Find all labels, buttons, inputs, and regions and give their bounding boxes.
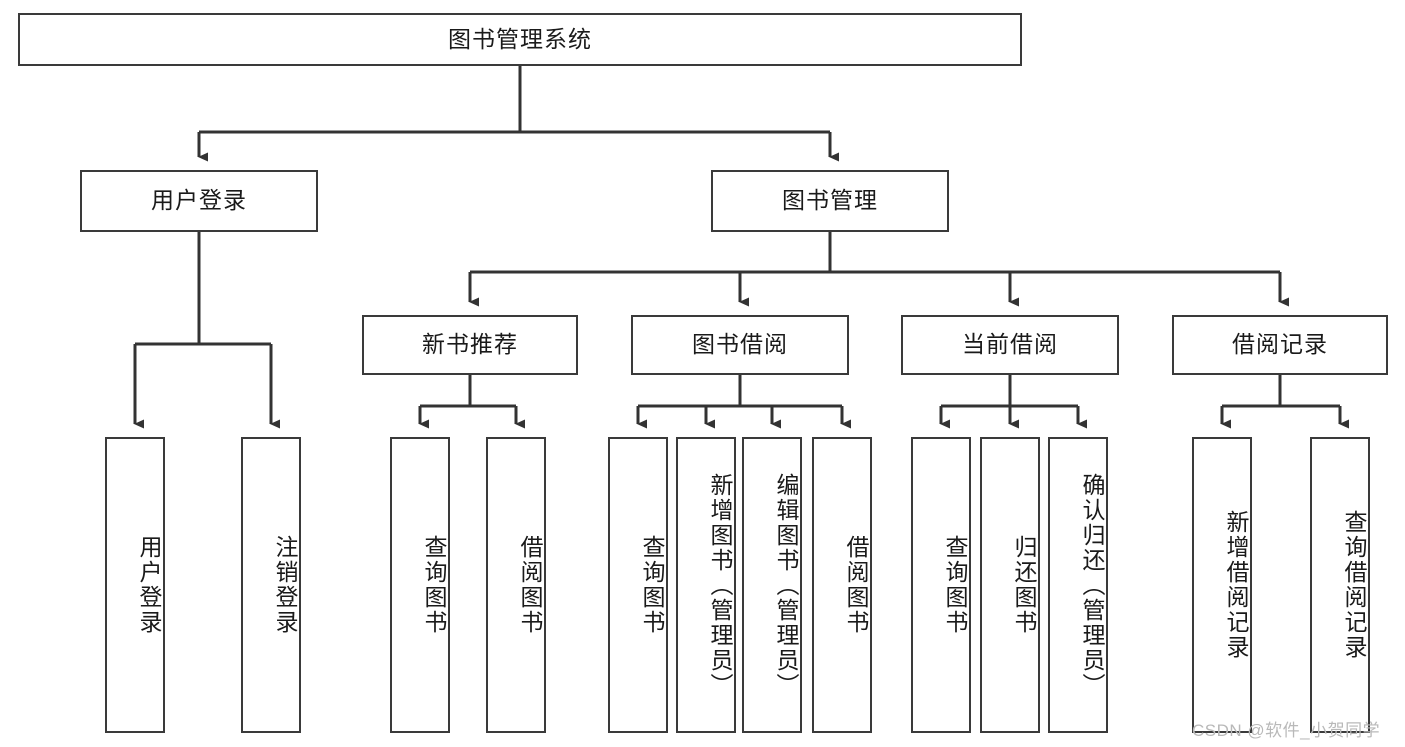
node-leaf-book-borrow-add[interactable]: 新增图书（管理员）	[676, 437, 736, 733]
node-leaf-new-book-borrow[interactable]: 借阅图书	[486, 437, 546, 733]
node-label: 图书管理	[782, 187, 878, 214]
node-root-book-management-system[interactable]: 图书管理系统	[18, 13, 1022, 66]
node-leaf-book-borrow-borrow[interactable]: 借阅图书	[812, 437, 872, 733]
node-leaf-borrow-record-add[interactable]: 新增借阅记录	[1192, 437, 1252, 733]
node-borrow-record[interactable]: 借阅记录	[1172, 315, 1388, 375]
node-label: 注销登录	[272, 535, 298, 635]
node-new-book-recommend[interactable]: 新书推荐	[362, 315, 578, 375]
node-leaf-current-borrow-return[interactable]: 归还图书	[980, 437, 1040, 733]
node-label: 查询图书	[639, 535, 665, 635]
node-label: 确认归还（管理员）	[1079, 472, 1105, 698]
node-leaf-borrow-record-query[interactable]: 查询借阅记录	[1310, 437, 1370, 733]
node-leaf-user-login-login[interactable]: 用户登录	[105, 437, 165, 733]
node-label: 新增借阅记录	[1223, 510, 1249, 660]
node-leaf-book-borrow-edit[interactable]: 编辑图书（管理员）	[742, 437, 802, 733]
node-leaf-new-book-query[interactable]: 查询图书	[390, 437, 450, 733]
node-label: 用户登录	[151, 187, 247, 214]
node-current-borrow[interactable]: 当前借阅	[901, 315, 1119, 375]
node-label: 借阅图书	[843, 535, 869, 635]
node-label: 归还图书	[1011, 535, 1037, 635]
node-leaf-current-borrow-query[interactable]: 查询图书	[911, 437, 971, 733]
csdn-watermark: CSDN @软件_小贺同学	[1192, 721, 1381, 740]
node-label: 查询图书	[421, 535, 447, 635]
node-book-borrow[interactable]: 图书借阅	[631, 315, 849, 375]
node-label: 图书借阅	[692, 331, 788, 358]
node-leaf-book-borrow-query[interactable]: 查询图书	[608, 437, 668, 733]
node-label: 新书推荐	[422, 331, 518, 358]
node-label: 新增图书（管理员）	[707, 472, 733, 698]
node-leaf-user-login-logout[interactable]: 注销登录	[241, 437, 301, 733]
node-label: 用户登录	[136, 535, 162, 635]
node-leaf-current-borrow-confirm-return[interactable]: 确认归还（管理员）	[1048, 437, 1108, 733]
node-user-login[interactable]: 用户登录	[80, 170, 318, 232]
node-label: 查询借阅记录	[1341, 510, 1367, 660]
node-label: 当前借阅	[962, 331, 1058, 358]
node-label: 借阅记录	[1232, 331, 1328, 358]
node-label: 借阅图书	[517, 535, 543, 635]
node-label: 查询图书	[942, 535, 968, 635]
node-label: 编辑图书（管理员）	[773, 472, 799, 698]
node-book-management[interactable]: 图书管理	[711, 170, 949, 232]
node-label: 图书管理系统	[448, 25, 592, 52]
